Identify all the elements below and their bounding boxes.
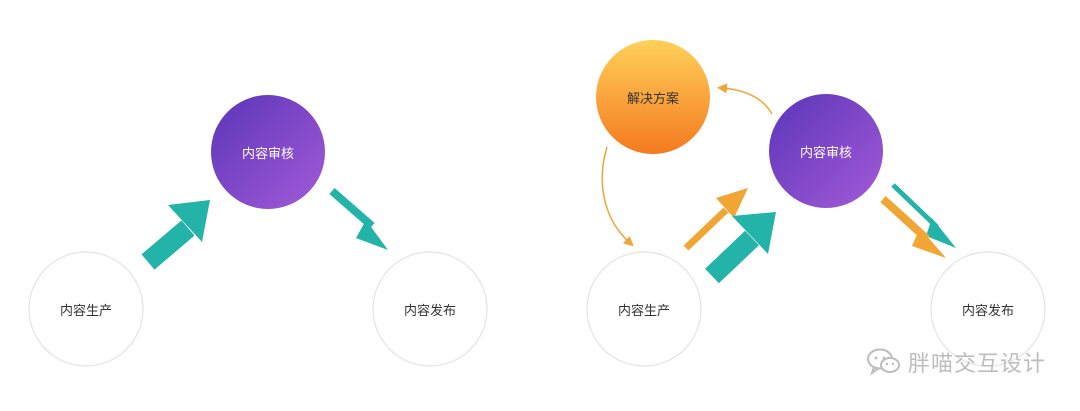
right-solution-label: 解决方案: [626, 91, 679, 107]
curved-arrow-solution-to-production: [601, 146, 634, 247]
right-orange-arrow-production-to-review: [683, 188, 748, 251]
left-production-label: 内容生产: [59, 303, 112, 319]
left-publish-circle: [372, 251, 488, 367]
curved-arrow-review-to-solution: [717, 83, 773, 115]
right-publish-circle: [930, 251, 1046, 367]
right-publish-label: 内容发布: [961, 303, 1014, 319]
watermark-text: 胖喵交互设计: [907, 352, 1046, 377]
left-arrow-production-to-review: [141, 200, 210, 270]
right-production-label: 内容生产: [617, 303, 670, 319]
right-review-circle: [769, 94, 883, 208]
right-review-label: 内容审核: [799, 145, 852, 161]
right-teal-arrow-review-to-publish: [891, 183, 956, 248]
watermark: 胖喵交互设计: [866, 346, 1046, 378]
right-orange-arrow-review-to-publish: [880, 196, 946, 258]
left-review-label: 内容审核: [241, 146, 294, 162]
right-solution-circle: [596, 40, 710, 154]
left-arrow-review-to-publish: [329, 187, 388, 250]
left-review-circle: [211, 95, 325, 209]
left-production-circle: [28, 251, 144, 367]
right-teal-arrow-production-to-review: [705, 212, 776, 284]
wechat-icon: [866, 348, 900, 376]
right-production-circle: [586, 251, 702, 367]
left-publish-label: 内容发布: [403, 303, 456, 319]
